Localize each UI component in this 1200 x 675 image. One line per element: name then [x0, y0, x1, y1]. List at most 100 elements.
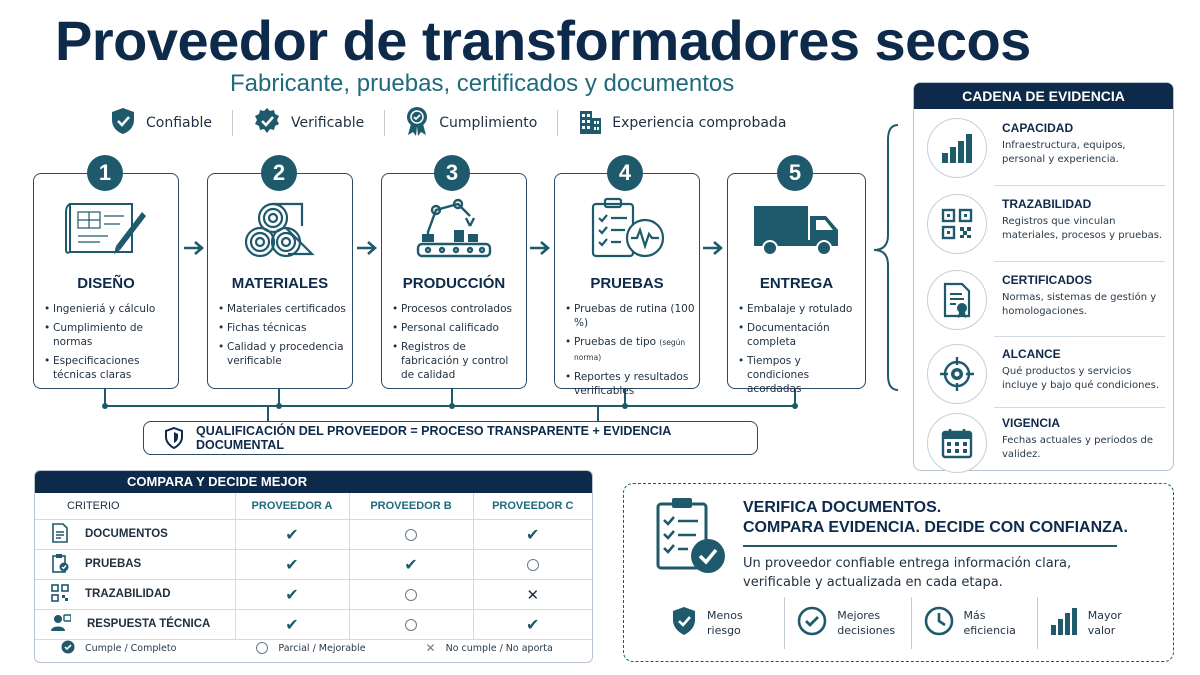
step-items: Pruebas de rutina (100 %) Pruebas de tip…: [565, 302, 695, 403]
check-icon: ✔: [526, 524, 540, 544]
x-icon: ✕: [425, 641, 436, 655]
badge-verificable: Verificable: [233, 107, 386, 139]
row-label: DOCUMENTOS: [85, 528, 168, 540]
legend-label: No cumple / No aporta: [445, 642, 553, 654]
table-row: RESPUESTA TÉCNICA ✔ ✔: [35, 609, 592, 640]
benefit-label: Menos riesgo: [707, 609, 743, 637]
step-items: Embalaje y rotulado Documentación comple…: [738, 302, 861, 401]
building-icon: [578, 108, 602, 138]
evidence-desc: Fechas actuales y periodos de validez.: [1002, 435, 1154, 460]
column-header: PROVEEDOR B: [348, 493, 473, 520]
partial-circle-icon: [405, 619, 417, 631]
divider: [994, 261, 1165, 262]
badge-confiable: Confiable: [110, 108, 234, 136]
qualification-text: QUALIFICACIÓN DEL PROVEEDOR = PROCESO TR…: [196, 424, 671, 452]
step-entrega: ENTREGA Embalaje y rotulado Documentació…: [727, 173, 866, 395]
step-item: Ingenieriá y cálculo: [44, 302, 174, 316]
step-item: Procesos controlados: [392, 302, 522, 316]
bar-chart-icon: [1050, 607, 1078, 639]
divider: [994, 185, 1165, 186]
evidence-item-alcance: ALCANCE Qué productos y servicios incluy…: [914, 337, 1173, 411]
step-title: PRODUCCIÓN: [402, 275, 506, 292]
check-icon: ✔: [285, 584, 299, 604]
badge-label: Cumplimiento: [439, 115, 538, 131]
material-rolls-icon: [208, 196, 352, 266]
step-item: Registros de fabricación y control de ca…: [392, 340, 522, 382]
step-diseno: DISEÑO Ingenieriá y cálculo Cumplimiento…: [33, 173, 179, 389]
target-icon: [927, 344, 987, 404]
arrow-right-icon: [530, 241, 550, 255]
clipboard-check-icon: [51, 553, 69, 576]
step-number-3: 3: [434, 155, 470, 191]
qualification-banner: QUALIFICACIÓN DEL PROVEEDOR = PROCESO TR…: [143, 421, 758, 455]
compare-legend: Cumple / Completo Parcial / Mejorable ✕ …: [35, 634, 592, 662]
evidence-chain-panel: CADENA DE EVIDENCIA CAPACIDAD Infraestru…: [913, 82, 1174, 473]
check-icon: ✔: [526, 614, 540, 634]
badge-label: Experiencia comprobada: [612, 115, 787, 131]
step-number-1: 1: [87, 155, 123, 191]
column-header: PROVEEDOR C: [472, 493, 592, 520]
legend-item: ✕ No cumple / No aporta: [426, 641, 553, 655]
arrow-right-icon: [357, 241, 377, 255]
evidence-title: CAPACIDAD: [1002, 121, 1074, 135]
row-label: TRAZABILIDAD: [85, 588, 171, 600]
table-header-row: CRITERIO PROVEEDOR A PROVEEDOR B PROVEED…: [35, 493, 592, 520]
divider: [994, 407, 1165, 408]
step-items: Procesos controlados Personal calificado…: [392, 302, 522, 387]
step-title: MATERIALES: [231, 275, 329, 292]
support-person-icon: [51, 613, 72, 635]
benefits-row: Menos riesgo Mejores decisiones Más efic…: [659, 597, 1163, 649]
evidence-title: TRAZABILIDAD: [1002, 197, 1092, 211]
column-header: PROVEEDOR A: [234, 493, 349, 520]
compare-table: CRITERIO PROVEEDOR A PROVEEDOR B PROVEED…: [35, 493, 592, 640]
award-ribbon-icon: [405, 106, 429, 140]
page-title: Proveedor de transformadores secos: [55, 9, 1031, 72]
step-item: Documentación completa: [738, 321, 861, 349]
divider: [994, 336, 1165, 337]
shield-check-icon: [164, 427, 184, 449]
page-subtitle: Fabricante, pruebas, certificados y docu…: [230, 70, 735, 97]
evidence-item-capacidad: CAPACIDAD Infraestructura, equipos, pers…: [914, 111, 1173, 185]
verify-headline-1: VERIFICA DOCUMENTOS.: [743, 499, 942, 516]
step-number-5: 5: [777, 155, 813, 191]
shield-check-icon: [671, 606, 697, 640]
benefit-label: Mejores decisiones: [837, 609, 896, 637]
benefit-item: Más eficiencia: [912, 597, 1038, 649]
divider: [743, 545, 1117, 547]
clock-icon: [924, 606, 954, 640]
qr-code-icon: [927, 194, 987, 254]
verify-headline-2: COMPARA EVIDENCIA. DECIDE CON CONFIANZA.: [743, 519, 1128, 536]
badge-cumplimiento: Cumplimiento: [385, 107, 559, 136]
benefit-label: Más eficiencia: [963, 609, 1016, 637]
partial-circle-icon: [526, 559, 539, 571]
table-row: TRAZABILIDAD ✔ ✕: [35, 579, 592, 610]
check-icon: ✔: [285, 554, 299, 574]
step-number-2: 2: [261, 155, 297, 191]
step-materiales: MATERIALES Materiales certificados Ficha…: [207, 173, 353, 389]
benefit-item: Mayor valor: [1038, 597, 1163, 649]
step-item: Cumplimiento de normas: [44, 321, 174, 349]
evidence-desc: Qué productos y servicios incluye y bajo…: [1002, 366, 1159, 391]
step-pruebas: PRUEBAS Pruebas de rutina (100 %) Prueba…: [554, 173, 700, 397]
trust-badges: Confiable Verificable Cumplimiento Exper…: [110, 107, 806, 139]
robot-arm-icon: [382, 196, 526, 266]
step-title: ENTREGA: [759, 275, 834, 292]
benefit-label: Mayor valor: [1087, 609, 1122, 637]
column-header: CRITERIO: [35, 493, 235, 520]
step-item: Embalaje y rotulado: [738, 302, 861, 316]
step-produccion: PRODUCCIÓN Procesos controlados Personal…: [381, 173, 527, 389]
arrow-right-icon: [703, 241, 723, 255]
evidence-desc: Registros que vinculan materiales, proce…: [1002, 216, 1163, 241]
check-seal-icon: [253, 107, 281, 139]
step-title: DISEÑO: [77, 275, 135, 292]
evidence-desc: Infraestructura, equipos, personal y exp…: [1002, 140, 1126, 165]
row-label: RESPUESTA TÉCNICA: [87, 618, 211, 630]
table-row: PRUEBAS ✔ ✔: [35, 549, 592, 580]
compare-header: COMPARA Y DECIDE MEJOR: [35, 471, 592, 493]
legend-label: Parcial / Mejorable: [278, 642, 366, 654]
partial-circle-icon: [405, 529, 417, 541]
step-title: PRUEBAS: [590, 275, 664, 292]
partial-circle-icon: [405, 589, 417, 601]
compare-panel: COMPARA Y DECIDE MEJOR CRITERIO PROVEEDO…: [34, 470, 593, 663]
check-icon: ✔: [285, 524, 299, 544]
